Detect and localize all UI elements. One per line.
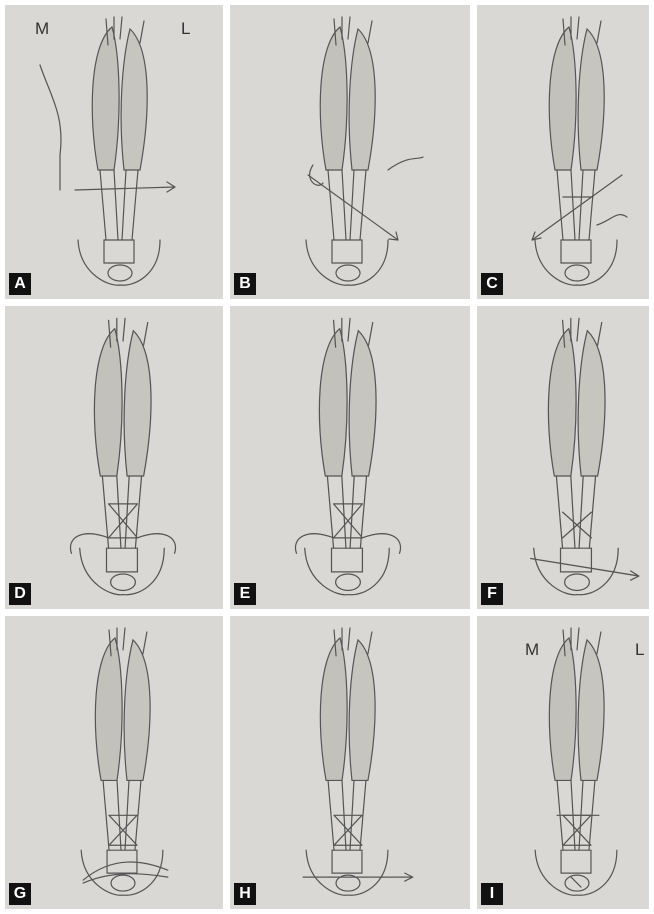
- panel-label: H: [234, 883, 256, 905]
- lateral-label: L: [181, 19, 190, 39]
- cross-stitch: [109, 504, 138, 538]
- panel-g: G: [5, 616, 223, 909]
- tendon-sketch: [306, 17, 423, 285]
- suture-pass: [532, 175, 622, 240]
- panel-label: C: [481, 273, 503, 295]
- panel-label: F: [481, 583, 503, 605]
- muscle-belly: [349, 640, 375, 781]
- bone-ellipse: [336, 574, 361, 590]
- suture-thread: [40, 65, 61, 190]
- tendon-sketch: [40, 17, 175, 285]
- tendon-edge: [328, 170, 366, 240]
- panel-i: M L I: [477, 616, 649, 909]
- muscle-belly: [92, 27, 119, 170]
- panel-f: F: [477, 306, 649, 609]
- medial-label: M: [35, 19, 49, 39]
- cross-stitch: [334, 504, 363, 538]
- tendon-drawing: [5, 5, 223, 299]
- tendon-stump: [107, 548, 138, 572]
- tendon-stump: [561, 548, 592, 572]
- suture-pass: [531, 559, 639, 581]
- tendon-drawing: [477, 616, 649, 909]
- tendon-drawing: [230, 306, 470, 609]
- bone-ellipse: [565, 574, 590, 590]
- panel-h: H: [230, 616, 470, 909]
- panel-label: I: [481, 883, 503, 905]
- muscle-belly: [578, 29, 604, 170]
- muscle-belly: [94, 329, 122, 476]
- bone-ellipse: [565, 265, 589, 281]
- panel-c: C: [477, 5, 649, 299]
- muscle-belly: [578, 331, 605, 476]
- muscle-belly: [549, 27, 576, 170]
- tendon-edge: [571, 476, 583, 548]
- muscle-belly: [578, 640, 604, 781]
- suture-ends: [70, 534, 175, 554]
- tendon-edge: [114, 170, 126, 240]
- tendon-drawing: [477, 5, 649, 299]
- cross-stitch: [563, 815, 591, 845]
- bone-ellipse: [111, 875, 135, 891]
- medial-label: M: [525, 640, 539, 660]
- final-knot: [557, 815, 599, 887]
- tendon-edge: [342, 170, 354, 240]
- tendon-stump: [104, 240, 134, 263]
- muscle-belly: [124, 331, 151, 476]
- tendon-sketch: [81, 628, 168, 895]
- cross-stitch: [109, 815, 137, 845]
- muscle-belly: [320, 27, 347, 170]
- tendon-stump: [332, 850, 362, 873]
- panel-label: E: [234, 583, 256, 605]
- muscle-belly: [319, 329, 347, 476]
- tendon-drawing: [5, 616, 223, 909]
- cross-stitch: [334, 815, 362, 845]
- cross-stitch: [563, 512, 592, 538]
- panel-a: M L A: [5, 5, 223, 299]
- panel-label: D: [9, 583, 31, 605]
- panel-b: B: [230, 5, 470, 299]
- panel-label: G: [9, 883, 31, 905]
- tendon-sketch: [532, 17, 627, 285]
- tendon-sketch: [303, 628, 413, 895]
- tendon-drawing: [230, 5, 470, 299]
- tendon-drawing: [5, 306, 223, 609]
- tendon-sketch: [70, 318, 175, 594]
- panel-e: E: [230, 306, 470, 609]
- muscle-belly: [124, 640, 150, 781]
- panel-label: A: [9, 273, 31, 295]
- bone-ellipse: [111, 574, 136, 590]
- muscle-belly: [548, 329, 576, 476]
- tendon-stump: [561, 240, 591, 263]
- panel-label: B: [234, 273, 256, 295]
- muscle-belly: [320, 638, 347, 781]
- muscle-belly: [349, 29, 375, 170]
- tendon-edge: [557, 170, 595, 240]
- tendon-sketch: [535, 628, 617, 895]
- tendon-drawing: [477, 306, 649, 609]
- tendon-sketch: [295, 318, 400, 594]
- lateral-label: L: [635, 640, 644, 660]
- muscle-belly: [549, 638, 576, 781]
- muscle-belly: [349, 331, 376, 476]
- tendon-drawing: [230, 616, 470, 909]
- tendon-sketch: [531, 318, 639, 594]
- tendon-stump: [561, 850, 591, 873]
- suture-pass: [303, 873, 413, 881]
- muscle-belly: [95, 638, 122, 781]
- panel-d: D: [5, 306, 223, 609]
- bone-ellipse: [108, 265, 132, 281]
- muscle-belly: [121, 29, 147, 170]
- tendon-stump: [332, 240, 362, 263]
- tendon-stump: [332, 548, 363, 572]
- bone-ellipse: [336, 265, 360, 281]
- tendon-edge: [100, 170, 138, 240]
- suture-ends: [295, 534, 400, 554]
